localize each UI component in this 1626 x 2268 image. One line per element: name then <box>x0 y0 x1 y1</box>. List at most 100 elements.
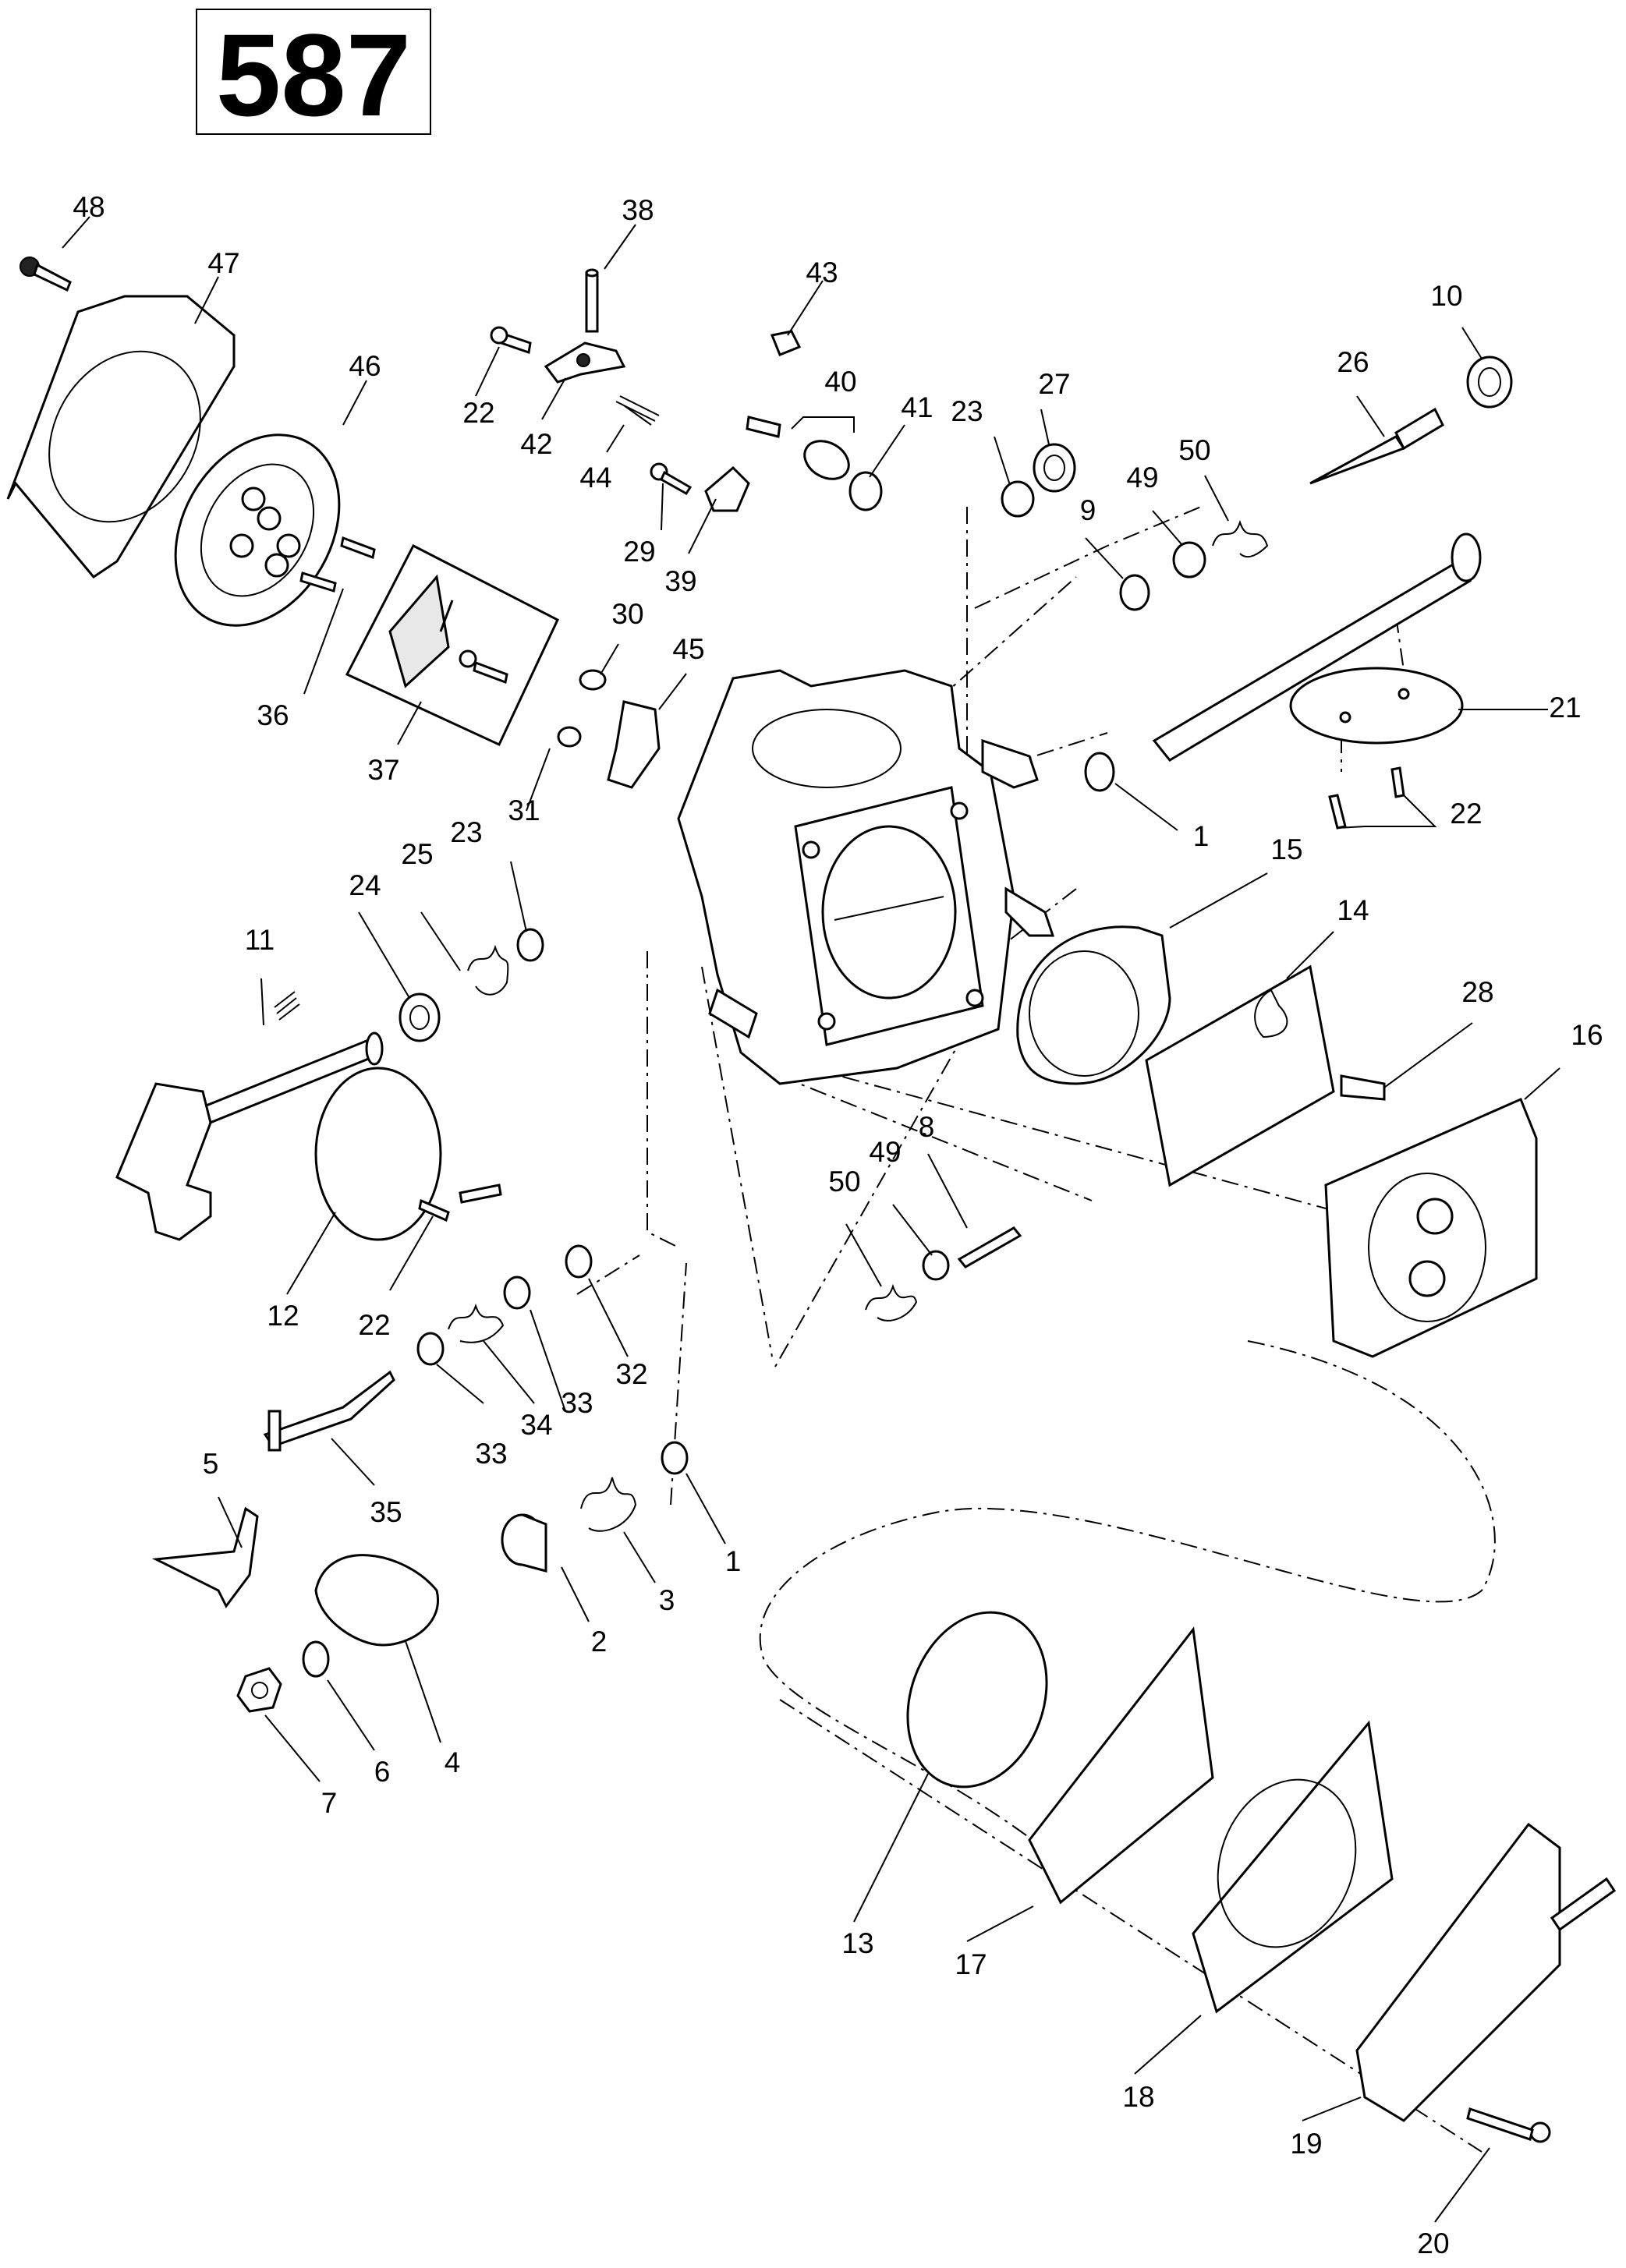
callout-5: 5 <box>203 1448 219 1480</box>
clip-6-part <box>302 1640 330 1678</box>
diaphragm-part <box>174 433 341 627</box>
callout-35: 35 <box>370 1496 402 1528</box>
callout-3: 3 <box>659 1584 675 1616</box>
oring-23a-part <box>1001 480 1035 518</box>
oring-32-part <box>565 1244 593 1279</box>
callout-6: 6 <box>374 1756 391 1788</box>
callout-36: 36 <box>257 699 289 731</box>
callout-22-right: 22 <box>1450 798 1482 830</box>
plug-31-part <box>557 726 582 748</box>
callout-2: 2 <box>591 1626 608 1658</box>
callout-50-top: 50 <box>1178 434 1210 466</box>
plate-14-part <box>1145 964 1335 1187</box>
plug-30-part <box>579 669 607 691</box>
pump-housing-16-part <box>1324 1098 1538 1358</box>
callout-45: 45 <box>672 633 704 665</box>
oring-1b-part <box>661 1441 689 1475</box>
callout-20: 20 <box>1417 2227 1449 2259</box>
callout-4: 4 <box>445 1746 461 1778</box>
screw-48-part <box>19 257 72 292</box>
gasket-18-part <box>1192 1720 1394 2014</box>
washer-49a-part <box>1172 541 1206 578</box>
callout-11: 11 <box>245 924 275 956</box>
bushing-2-part <box>501 1513 547 1573</box>
screw-29-part <box>650 462 693 496</box>
callout-44: 44 <box>579 462 611 494</box>
callout-50-lower: 50 <box>828 1166 860 1198</box>
throttle-shaft-12-part <box>115 1031 502 1241</box>
clip-39-part <box>704 465 750 512</box>
callout-43: 43 <box>806 257 838 288</box>
callout-25: 25 <box>401 838 433 870</box>
figure-number-box: 587 <box>196 9 431 140</box>
callout-31: 31 <box>508 794 540 826</box>
spring-34-part <box>448 1303 505 1343</box>
callout-9: 9 <box>1080 494 1096 526</box>
callout-47: 47 <box>207 247 239 279</box>
callout-33-left: 33 <box>475 1438 507 1470</box>
callout-7: 7 <box>321 1787 338 1819</box>
callout-33-right: 33 <box>561 1387 593 1419</box>
oring-9-part <box>1119 574 1150 611</box>
screw-22c-part <box>418 1198 450 1222</box>
callout-19: 19 <box>1290 2128 1322 2160</box>
cover-19-part <box>1355 1822 1617 2122</box>
callout-49-top: 49 <box>1126 462 1158 494</box>
gasket-15-part <box>1016 925 1171 1085</box>
needle-35-part <box>263 1370 395 1452</box>
callout-8: 8 <box>919 1111 935 1143</box>
callout-1-lower: 1 <box>725 1545 742 1577</box>
callout-37: 37 <box>367 754 399 786</box>
oring-1a-part <box>1084 752 1115 792</box>
callout-48: 48 <box>73 191 105 223</box>
oring-33b-part <box>416 1332 445 1366</box>
cover-plate-part <box>6 295 236 578</box>
carburetor-body-part <box>677 669 1055 1085</box>
cap-43-part <box>770 330 802 356</box>
lever-5-part <box>151 1506 259 1608</box>
callout-41: 41 <box>901 391 933 423</box>
callout-23-left: 23 <box>450 816 482 848</box>
washer-49b-part <box>922 1250 950 1281</box>
callout-34: 34 <box>520 1409 552 1441</box>
callout-21: 21 <box>1549 692 1581 724</box>
screw-36-part <box>299 536 376 593</box>
callout-49-lower: 49 <box>869 1136 901 1168</box>
callout-22-top: 22 <box>462 397 494 429</box>
needle-8-part <box>957 1226 1022 1268</box>
callout-10: 10 <box>1430 280 1462 312</box>
callout-15: 15 <box>1270 833 1302 865</box>
oring-33a-part <box>503 1276 531 1310</box>
kit-box-37 <box>345 543 559 746</box>
callout-1-top: 1 <box>1193 820 1210 852</box>
screw-20-part <box>1466 2107 1551 2143</box>
plate-17-part <box>1028 1626 1214 1905</box>
callout-23-top: 23 <box>951 395 983 427</box>
callout-22-lower: 22 <box>358 1309 390 1341</box>
callout-13: 13 <box>841 1927 873 1959</box>
oring-41-part <box>848 471 883 511</box>
callout-28: 28 <box>1461 976 1493 1008</box>
callout-27: 27 <box>1038 368 1070 400</box>
spring-44-part <box>615 395 660 426</box>
callout-32: 32 <box>615 1358 647 1390</box>
screw-22b-part <box>1328 766 1405 830</box>
callout-17: 17 <box>955 1948 987 1980</box>
needle-26-part <box>1309 407 1444 485</box>
oring-23b-part <box>516 928 544 962</box>
callout-18: 18 <box>1122 2081 1154 2113</box>
shaft-21-part <box>1152 533 1482 762</box>
callout-12: 12 <box>267 1300 299 1332</box>
nut-7-part <box>236 1667 282 1713</box>
callout-26: 26 <box>1337 346 1369 378</box>
screw-11-part <box>274 991 300 1021</box>
pin-38-part <box>585 268 599 333</box>
callout-24: 24 <box>349 869 381 901</box>
callout-46: 46 <box>349 350 381 382</box>
spring-25-part <box>467 944 509 996</box>
callout-42: 42 <box>520 428 552 460</box>
bracket-42-part <box>544 341 626 384</box>
callout-labels: 48 47 46 36 37 38 22 42 44 29 39 43 40 4… <box>73 191 1603 2259</box>
gasket-45-part <box>607 700 661 789</box>
